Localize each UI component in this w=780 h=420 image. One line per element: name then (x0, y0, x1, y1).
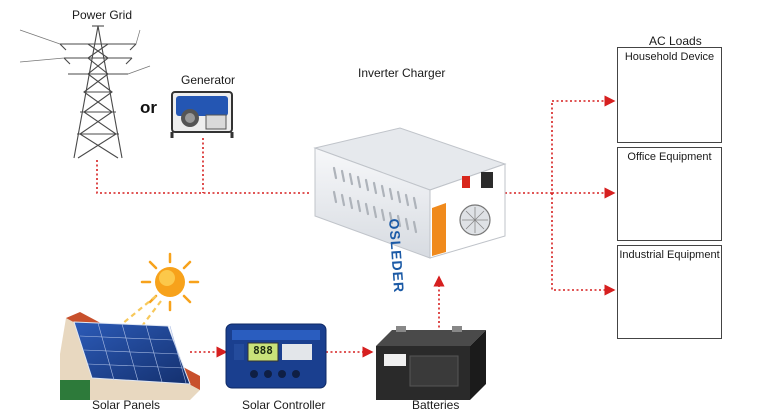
industrial-equipment-box: Industrial Equipment (617, 245, 722, 339)
inverter-orange-accent (432, 203, 446, 256)
ac-loads-label: AC Loads (649, 34, 702, 48)
batteries-label: Batteries (412, 398, 460, 412)
household-device-box: Household Device (617, 47, 722, 143)
office-equipment-title: Office Equipment (627, 151, 712, 163)
power-grid-label: Power Grid (72, 8, 133, 22)
office-equipment-box: Office Equipment (617, 147, 722, 241)
red-switch (462, 176, 470, 188)
household-device-title: Household Device (624, 51, 715, 63)
solar-controller-label: Solar Controller (242, 398, 326, 412)
generator-label: Generator (181, 73, 236, 87)
black-socket (481, 172, 493, 188)
connector-lines (96, 95, 616, 358)
grid-line (96, 160, 310, 194)
or-label: or (140, 98, 157, 117)
sun-rays-to-panel (121, 295, 162, 335)
sun-icon (140, 252, 200, 312)
solar-controller-icon (225, 323, 327, 389)
inverter-to-loads-trunk (505, 101, 553, 194)
arrow-to-industrial (551, 193, 616, 296)
power-tower-icon (19, 25, 151, 159)
solar-panel-icon (60, 312, 200, 400)
battery-icon (376, 326, 486, 400)
inverter-charger-unit (313, 127, 507, 259)
controller-display: 888 (253, 344, 273, 357)
generator-icon (170, 91, 234, 138)
solar-panels-label: Solar Panels (92, 398, 161, 412)
inverter-charger-label: Inverter Charger (358, 66, 446, 80)
industrial-equipment-title: Industrial Equipment (619, 249, 720, 261)
